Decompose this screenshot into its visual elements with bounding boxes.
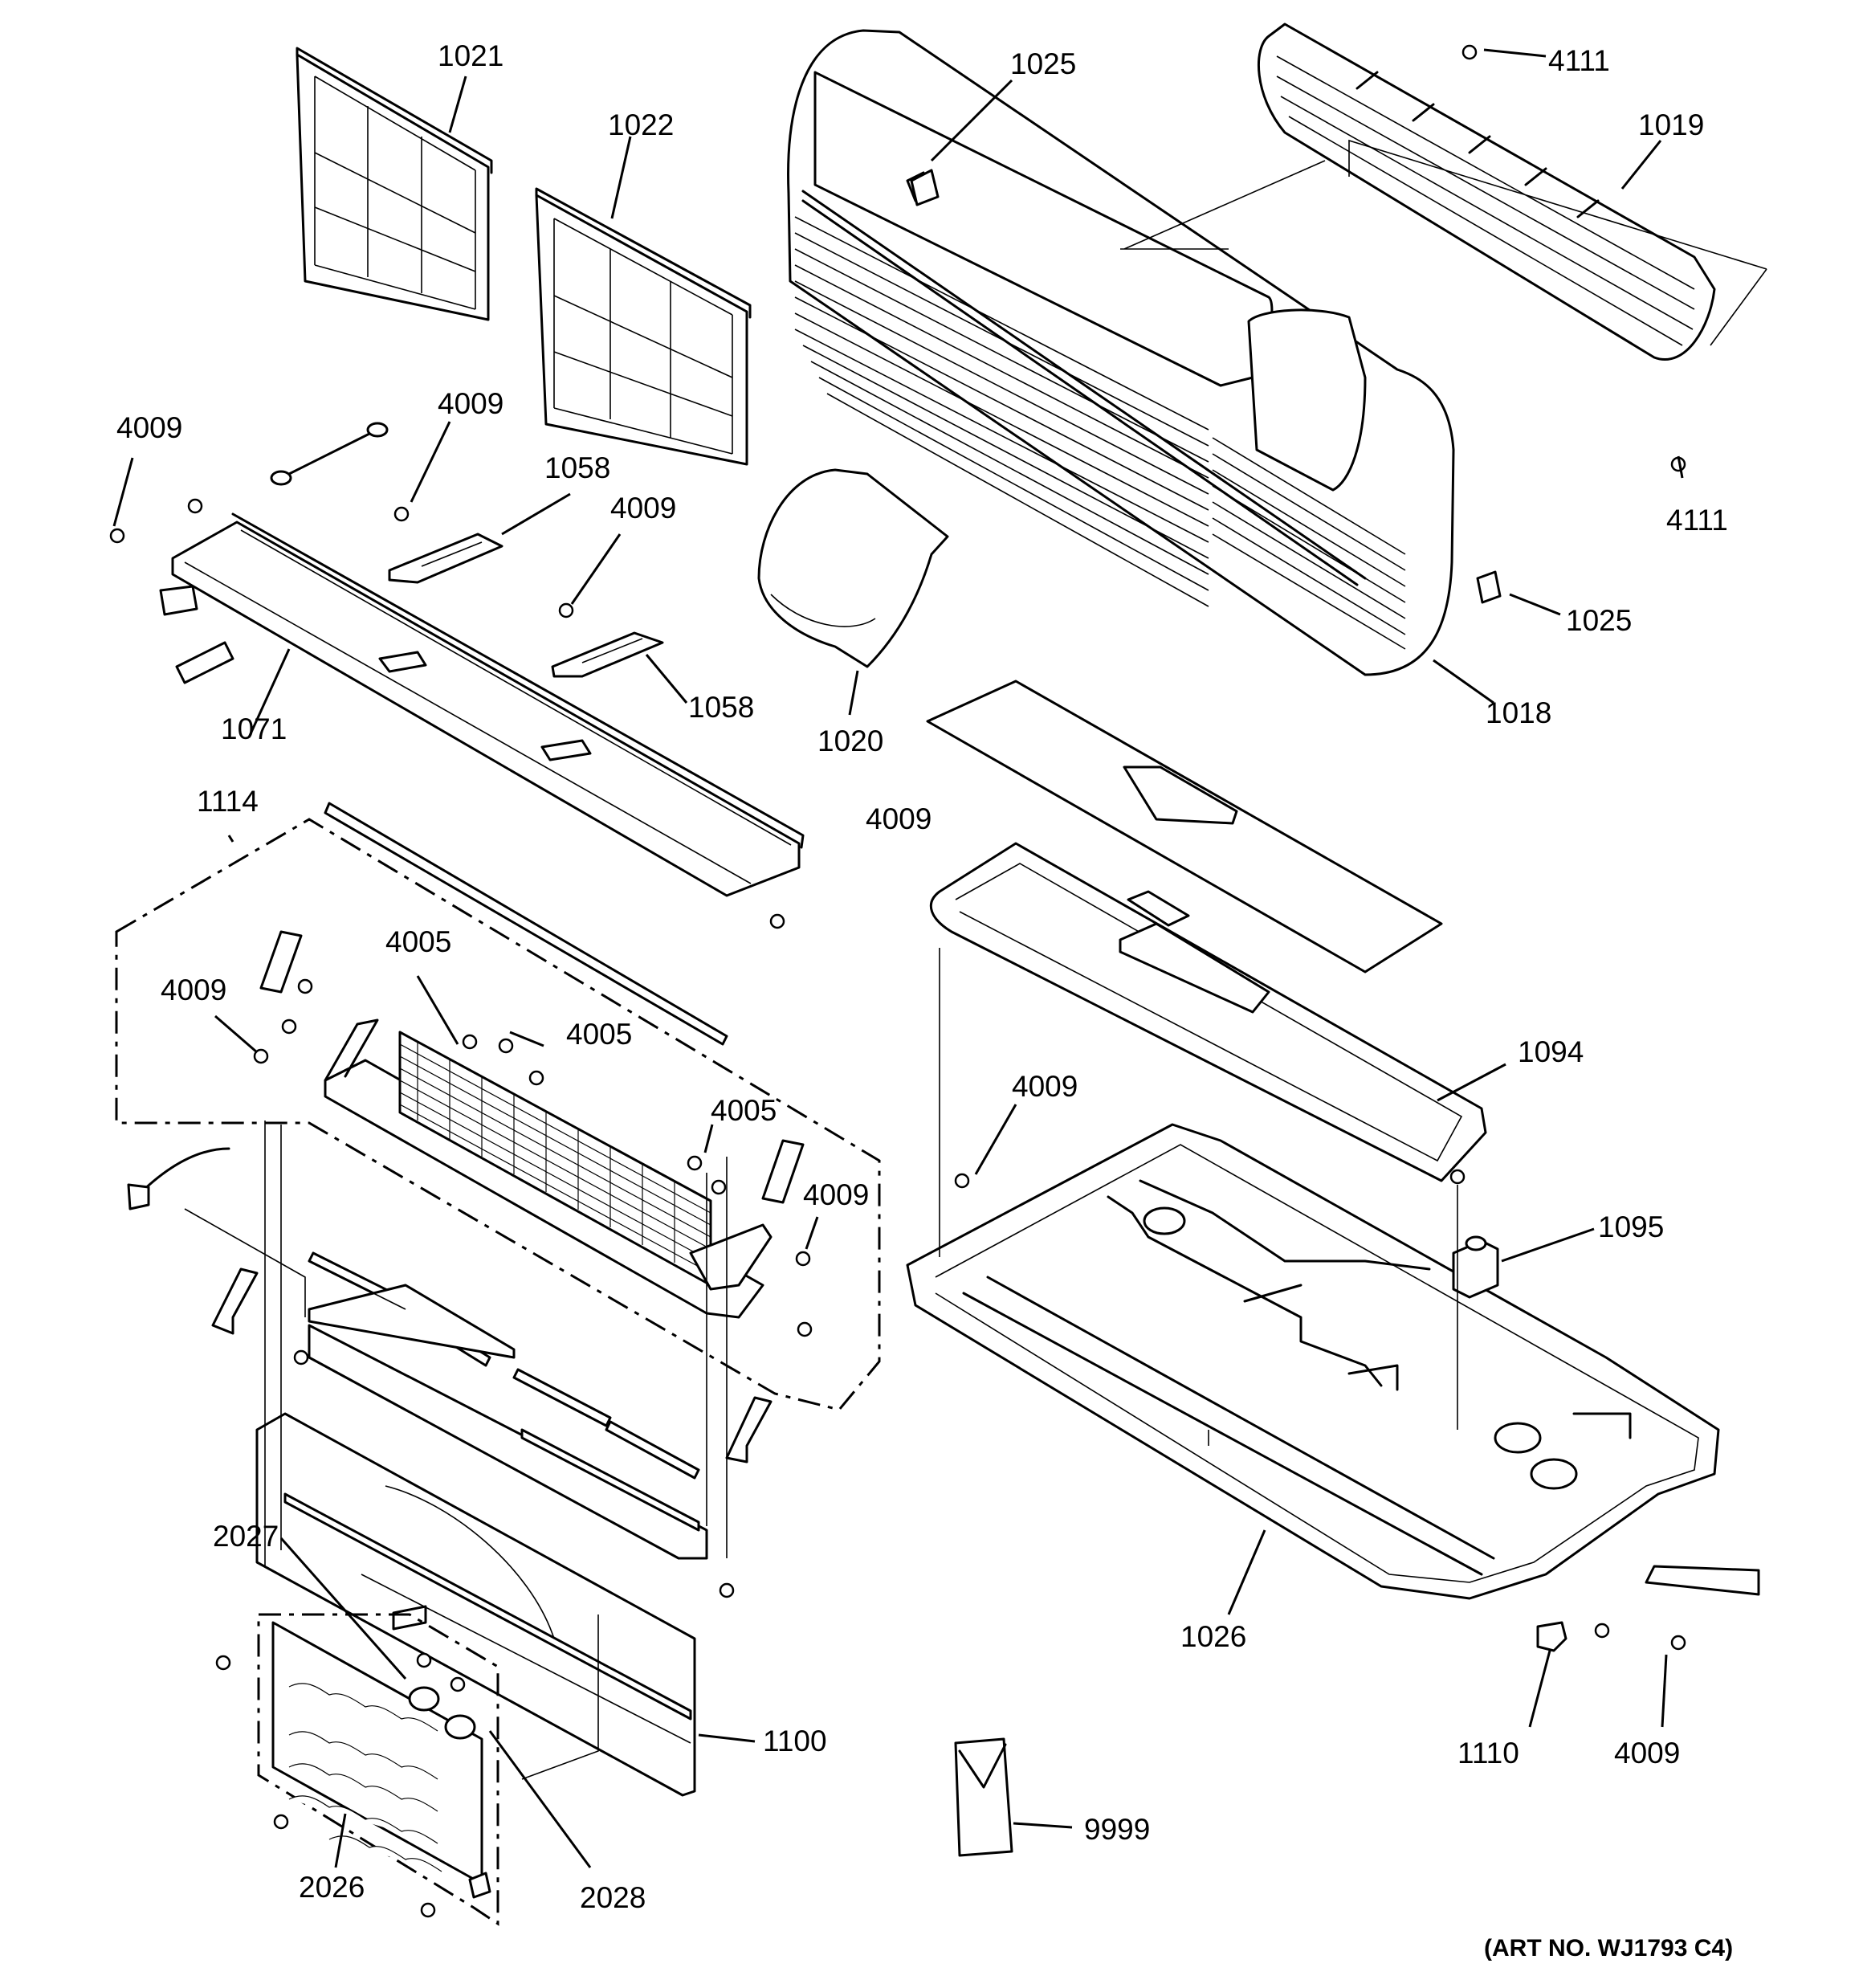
clips-1025 [910, 169, 1502, 604]
callout-1058-a: 1058 [544, 451, 610, 484]
leader-lines [112, 48, 1684, 1868]
callout-1110: 1110 [1457, 1737, 1519, 1770]
callout-1025-top: 1025 [1010, 47, 1076, 80]
callout-4111-bottom: 4111 [1666, 504, 1728, 537]
heater-assembly [257, 1613, 499, 1926]
callout-1094: 1094 [1518, 1035, 1584, 1068]
shroud-1020 [757, 468, 949, 668]
callout-1058-b: 1058 [688, 691, 754, 724]
callout-1071: 1071 [221, 712, 287, 745]
bracket-1058-b [551, 631, 664, 678]
screws [109, 44, 1686, 1918]
drain-pan-1094 [929, 842, 1487, 1182]
callout-4005-a: 4005 [385, 925, 451, 958]
literature-9999 [954, 1737, 1013, 1857]
callout-1026: 1026 [1180, 1620, 1246, 1653]
callout-1025-bottom: 1025 [1566, 604, 1632, 637]
callout-4009-g: 4009 [1012, 1070, 1078, 1103]
callout-1019: 1019 [1638, 108, 1704, 141]
alignment-lines [184, 160, 1458, 1780]
callout-4009-d: 4009 [866, 802, 932, 835]
wire-link [270, 422, 389, 486]
bracket-1058-a [388, 533, 503, 584]
base-pan-1026 [906, 1123, 1760, 1600]
motor-mount-1095 [1452, 1235, 1499, 1299]
callout-1095: 1095 [1598, 1210, 1664, 1243]
callout-4111-top: 4111 [1548, 44, 1610, 77]
callout-1020: 1020 [817, 725, 883, 757]
front-cover-1018 [787, 29, 1455, 676]
callout-1022: 1022 [608, 108, 674, 141]
callout-4009-e: 4009 [161, 974, 226, 1006]
callout-1021: 1021 [438, 39, 503, 72]
foam-pieces [211, 930, 805, 1463]
heater-brackets [308, 1251, 708, 1560]
callout-4009-b: 4009 [438, 387, 503, 420]
callout-4009-c: 4009 [610, 492, 676, 525]
callout-4009-a: 4009 [116, 411, 182, 444]
callout-labels: 1021 1022 1025 4111 1019 4009 4009 1058 … [116, 39, 1733, 1961]
callout-4009-f: 4009 [803, 1178, 869, 1211]
callout-4009-h: 4009 [1614, 1737, 1680, 1770]
filter-1022 [535, 187, 752, 466]
callout-9999: 9999 [1084, 1813, 1150, 1846]
callout-2026: 2026 [299, 1871, 365, 1904]
callout-2027: 2027 [213, 1520, 279, 1553]
callout-4005-b: 4005 [566, 1018, 632, 1051]
callout-1114: 1114 [197, 785, 259, 818]
callout-4005-c: 4005 [711, 1094, 777, 1127]
wire-harness [127, 1147, 230, 1210]
callout-2028: 2028 [580, 1881, 646, 1914]
art-number: (ART NO. WJ1793 C4) [1484, 1935, 1733, 1961]
control-panel-1100 [255, 1412, 696, 1797]
baffle-1071 [159, 512, 805, 897]
callout-1018: 1018 [1486, 696, 1551, 729]
bracket-1110 [1536, 1621, 1567, 1652]
assembly-boundary-1114 [115, 818, 881, 1411]
callout-1100: 1100 [763, 1725, 827, 1757]
filter-1021 [296, 47, 493, 321]
partition-plate [926, 680, 1443, 974]
evaporator-coil [324, 802, 773, 1319]
louver-assembly-1019 [1257, 22, 1767, 361]
